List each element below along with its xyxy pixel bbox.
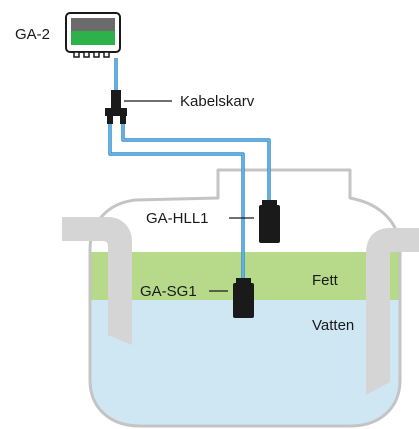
cable-joint-label: Kabelskarv	[180, 93, 255, 110]
cable-joint	[105, 90, 127, 124]
water-label: Vatten	[312, 317, 355, 334]
controller-label: GA-2	[15, 26, 51, 43]
upper-sensor	[259, 200, 280, 243]
controller-unit	[65, 12, 121, 58]
grease-label: Fett	[312, 272, 338, 289]
cable-joint-to-upper-sensor	[121, 122, 271, 200]
water-layer	[90, 300, 400, 426]
upper-sensor-label: GA-HLL1	[146, 210, 209, 227]
controller-port	[93, 51, 100, 58]
outlet-pipe	[366, 228, 419, 395]
lower-sensor	[233, 278, 254, 318]
controller-port	[73, 51, 80, 58]
tank-contents	[90, 252, 400, 426]
controller-port	[83, 51, 90, 58]
controller-port	[103, 51, 110, 58]
controller-screen	[71, 18, 115, 31]
lower-sensor-label: GA-SG1	[140, 283, 197, 300]
cable-highlights	[109, 58, 270, 280]
inlet-pipe	[62, 217, 132, 345]
controller-led-bar	[71, 31, 115, 45]
